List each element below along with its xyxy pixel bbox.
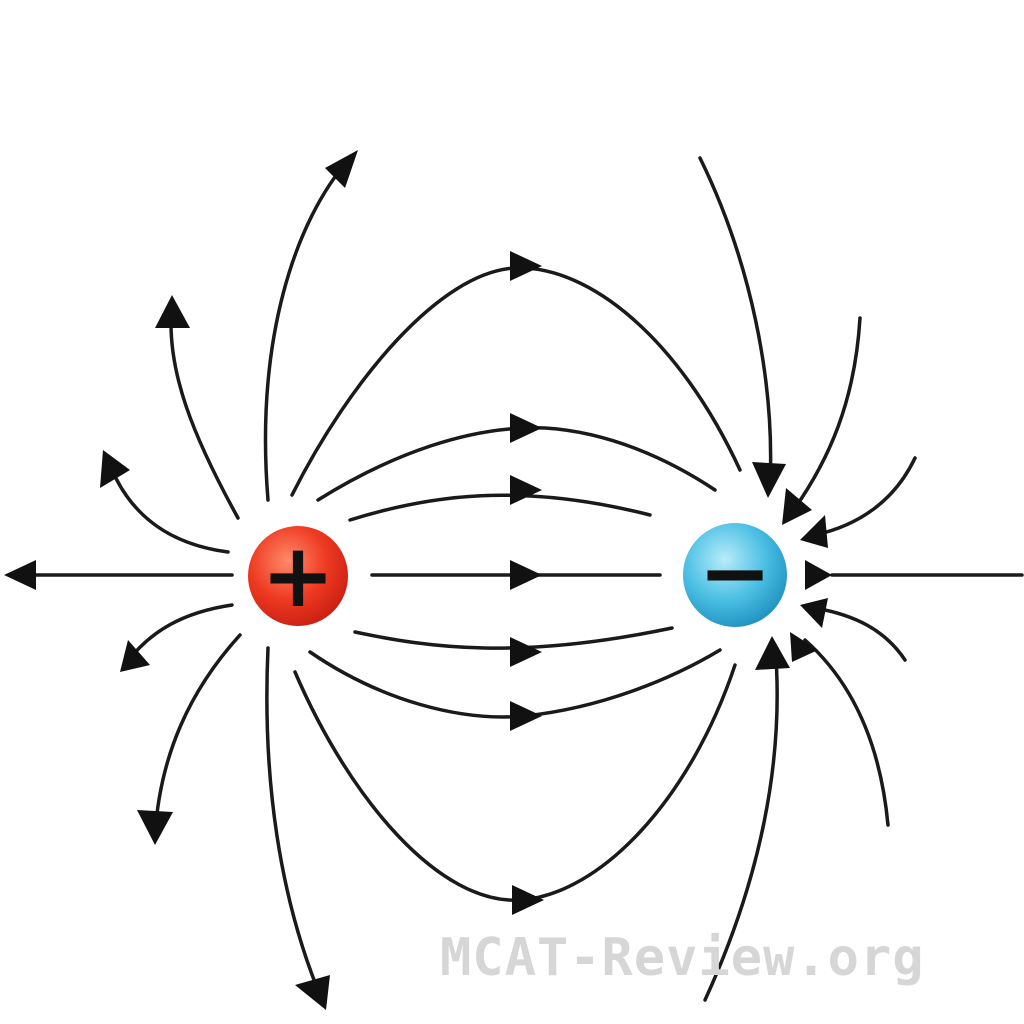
arrowhead-pos-outward-4 <box>120 640 150 672</box>
arrowhead-connect-lower-3 <box>512 885 544 915</box>
arrowhead-connect-lower-1 <box>510 637 542 667</box>
field-line-pos-outward-1 <box>263 156 352 502</box>
arrowhead-axis-middle <box>510 560 542 590</box>
arrowhead-pos-outward-1 <box>325 150 358 188</box>
field-line-connect-upper-2 <box>316 426 717 502</box>
arrowhead-connect-upper-3 <box>510 251 542 281</box>
arrowhead-pos-outward-3 <box>100 450 130 488</box>
arrowhead-neg-inward-2 <box>782 488 812 525</box>
field-line-connect-lower-3 <box>293 663 737 902</box>
field-line-pos-outward-2 <box>169 303 240 520</box>
positive-charge: + <box>242 520 354 632</box>
arrowhead-neg-inward-5 <box>800 598 828 628</box>
field-line-connect-upper-1 <box>348 493 652 522</box>
field-line-neg-inward-2 <box>788 316 862 517</box>
arrowhead-connect-upper-2 <box>510 413 542 443</box>
field-line-pos-outward-6 <box>265 646 324 1002</box>
arrowhead-connect-upper-1 <box>510 475 542 505</box>
field-line-pos-outward-5 <box>153 633 242 837</box>
field-line-neg-inward-4 <box>813 606 907 662</box>
field-line-neg-inward-6 <box>703 643 779 1002</box>
field-line-connect-upper-3 <box>290 266 742 497</box>
arrowhead-pos-outward-5 <box>137 810 173 845</box>
field-line-connect-lower-1 <box>353 626 674 650</box>
arrowhead-neg-inward-3 <box>800 515 828 548</box>
field-line-pos-outward-3 <box>106 458 230 554</box>
watermark: MCAT-Review.org <box>440 928 925 988</box>
arrowhead-connect-lower-2 <box>510 701 542 731</box>
arrowhead-neg-inward-1 <box>752 462 786 498</box>
positive-charge-symbol: + <box>261 524 335 627</box>
field-line-neg-inward-5 <box>803 638 890 827</box>
field-line-neg-inward-1 <box>698 156 773 487</box>
arrowhead-neg-inward-4 <box>805 560 832 590</box>
arrowhead-neg-inward-7 <box>755 636 790 670</box>
negative-charge: − <box>675 515 795 635</box>
arrowhead-neg-inward-6 <box>790 632 818 662</box>
arrowhead-pos-outward-2 <box>155 295 190 328</box>
arrowheads <box>4 150 832 1010</box>
arrowhead-axis-left <box>4 560 36 590</box>
arrowhead-pos-outward-6 <box>295 975 330 1010</box>
field-line-neg-inward-3 <box>813 456 917 537</box>
negative-charge-symbol: − <box>698 521 772 624</box>
